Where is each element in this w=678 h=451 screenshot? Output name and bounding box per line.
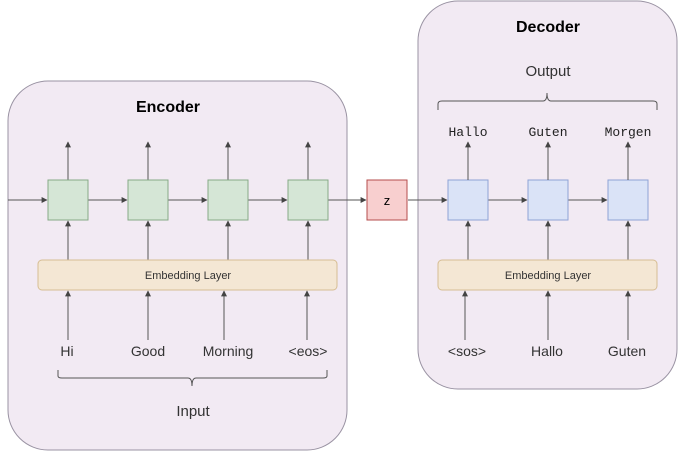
decoder-output-word: Hallo [448, 125, 487, 140]
encoder-input-arrows [65, 290, 310, 340]
decoder-input-word: Hallo [531, 343, 563, 359]
decoder-title: Decoder [516, 19, 580, 36]
encoder-cell-4 [287, 179, 329, 221]
decoder-input-word: <sos> [448, 343, 486, 359]
decoder-output-word: Morgen [605, 125, 652, 140]
encoder-output-arrows [65, 141, 311, 180]
encoder-input-word: <eos> [289, 343, 328, 359]
encoder-input-word: Hi [60, 343, 73, 359]
decoder-embedding-layer [437, 259, 658, 291]
decoder-cell-2 [527, 179, 569, 221]
latent-z-label: z [384, 193, 391, 208]
encoder-cell-1 [47, 179, 89, 221]
decoder-cell-1 [447, 179, 489, 221]
encoder-embedding-arrows [65, 220, 311, 260]
decoder-output-word: Guten [528, 125, 567, 140]
decoder-input-arrows [462, 290, 631, 340]
encoder-cells [47, 179, 329, 221]
latent-z-box [366, 179, 408, 221]
decoder-input-word: Guten [608, 343, 646, 359]
encoder-embedding-layer [37, 259, 338, 291]
encoder-input-word: Morning [203, 343, 254, 359]
encoder-input-word: Good [131, 343, 165, 359]
decoder-embedding-label: Embedding Layer [505, 270, 592, 282]
input-group-label: Input [176, 403, 210, 420]
decoder-cell-3 [607, 179, 649, 221]
encoder-title: Encoder [136, 99, 200, 116]
output-group-label: Output [525, 63, 571, 80]
encoder-cell-3 [207, 179, 249, 221]
decoder-cells [447, 179, 649, 221]
input-brace [57, 370, 328, 387]
decoder-embedding-arrows [465, 220, 631, 260]
encoder-embedding-label: Embedding Layer [145, 270, 232, 282]
encoder-cell-2 [127, 179, 169, 221]
output-brace [437, 92, 658, 110]
decoder-output-arrows [465, 141, 631, 180]
